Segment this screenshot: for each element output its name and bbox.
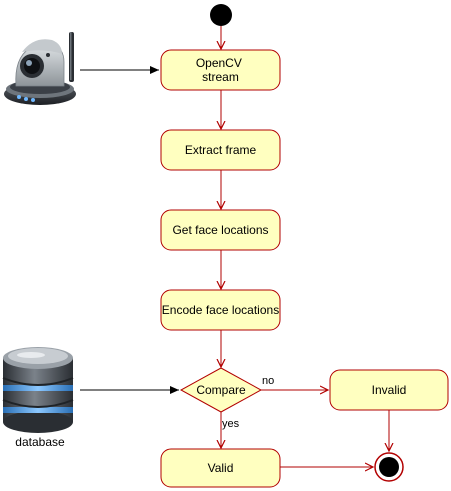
svg-text:OpenCV stream: OpenCV stream	[196, 56, 245, 84]
webcam-icon	[4, 32, 76, 105]
opencv-stream-line1: OpenCV	[196, 56, 242, 70]
invalid-label: Invalid	[372, 383, 407, 397]
edge-label-no: no	[262, 375, 274, 387]
end-node	[374, 452, 404, 482]
node-opencv-stream: OpenCV stream	[160, 49, 281, 91]
node-extract-frame: Extract frame	[160, 129, 281, 171]
encode-face-locations-label: Encode face locations	[162, 303, 279, 317]
node-invalid: Invalid	[329, 369, 449, 411]
database-label: database	[15, 435, 65, 449]
node-valid: Valid	[160, 448, 281, 488]
compare-label: Compare	[196, 383, 246, 397]
node-get-face-locations: Get face locations	[160, 209, 281, 251]
extract-frame-label: Extract frame	[185, 143, 257, 157]
opencv-stream-line2: stream	[202, 70, 239, 84]
database-icon	[2, 347, 74, 433]
node-encode-face-locations: Encode face locations	[160, 289, 281, 331]
decision-compare: Compare	[179, 367, 263, 413]
start-node	[210, 4, 232, 26]
edge-label-yes: yes	[222, 418, 240, 430]
valid-label: Valid	[208, 461, 234, 475]
get-face-locations-label: Get face locations	[172, 223, 268, 237]
